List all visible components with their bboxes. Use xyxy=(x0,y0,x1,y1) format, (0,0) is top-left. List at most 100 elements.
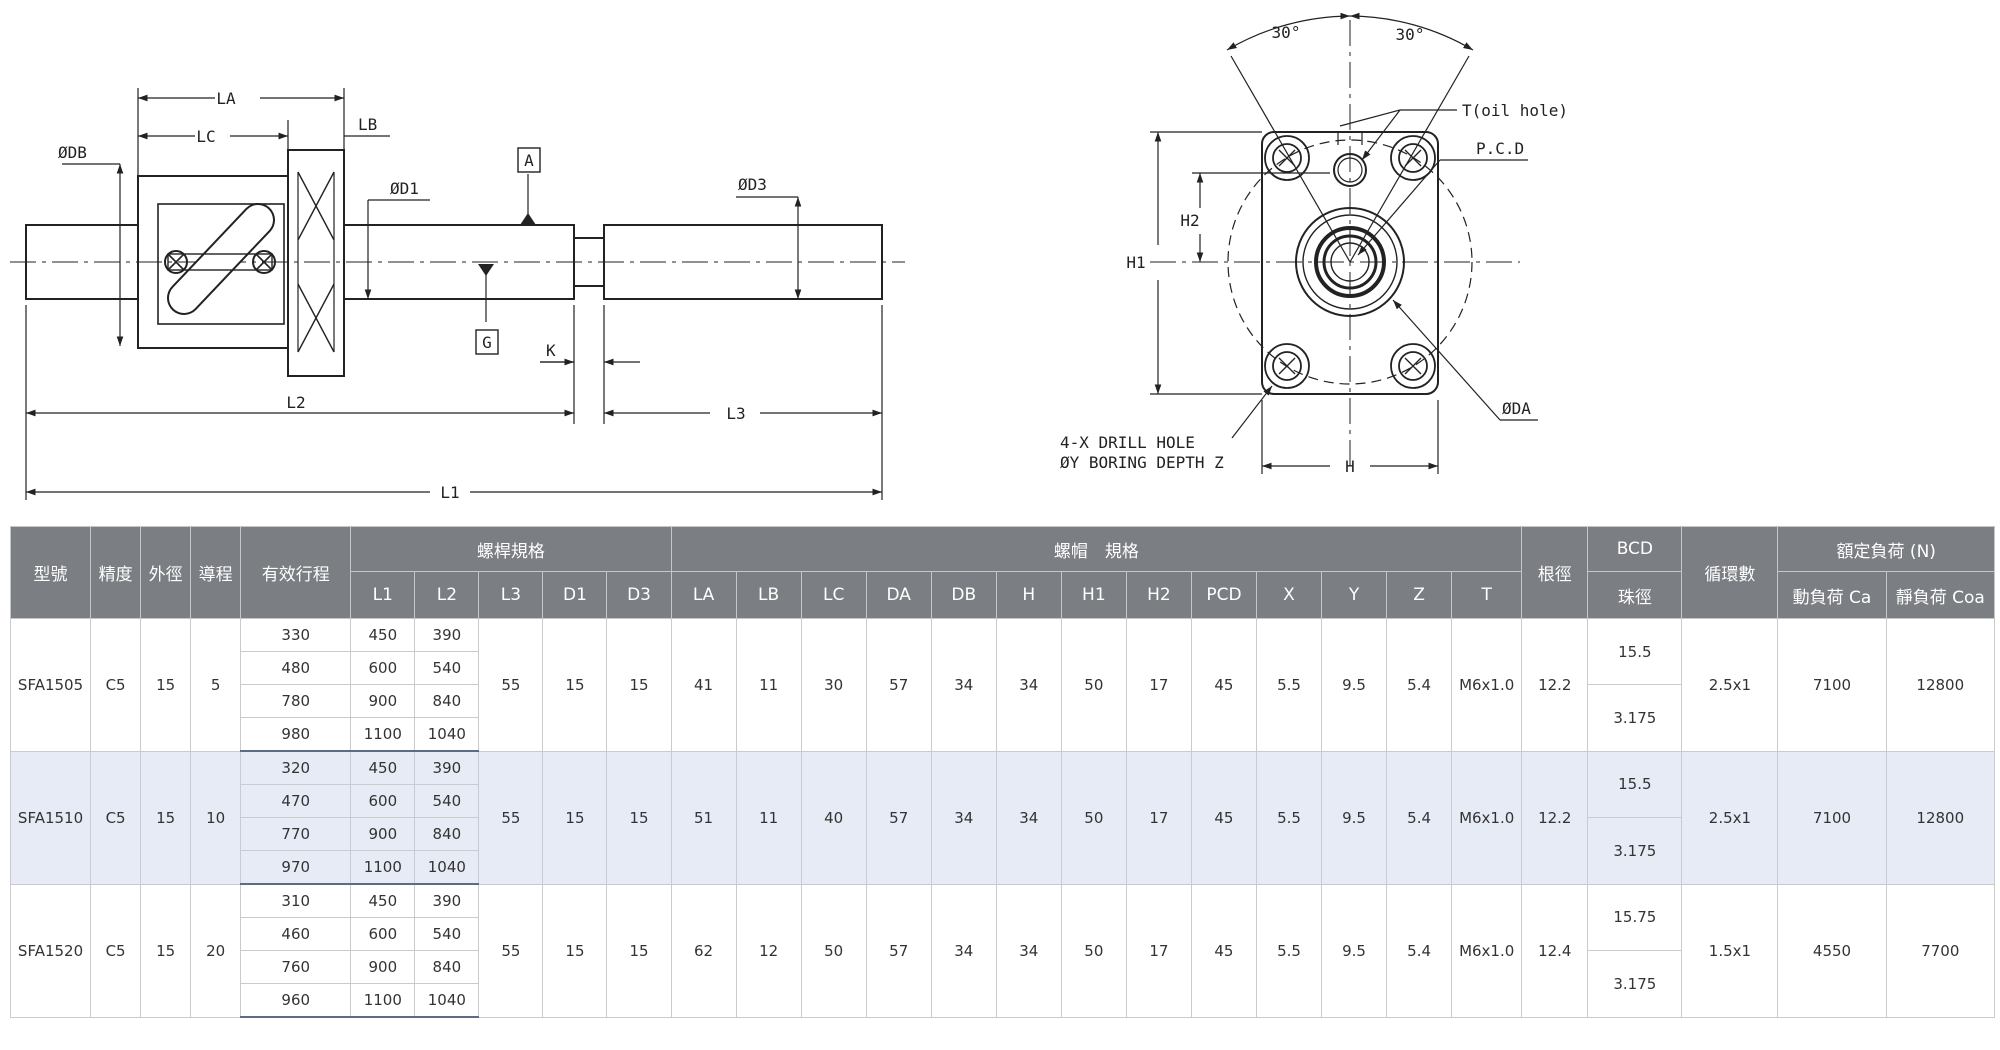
cell-L1: 1100 xyxy=(350,850,416,885)
datum-A: A xyxy=(524,151,534,170)
cell-DA: 57 xyxy=(865,883,932,1018)
cell-L2: 1040 xyxy=(414,717,480,752)
cell-X: 5.5 xyxy=(1255,883,1323,1018)
cell-D1: 15 xyxy=(542,618,608,752)
cell-H2: 17 xyxy=(1125,883,1192,1018)
cell-L3: 55 xyxy=(478,883,544,1018)
side-view xyxy=(1150,12,1538,474)
cell-accuracy: C5 xyxy=(90,883,142,1018)
cell-DB: 34 xyxy=(930,883,997,1018)
cell-LB: 11 xyxy=(735,750,802,885)
spec-table-header: 型號 精度 外徑 導程 有效行程 螺桿規格 螺帽 規格 根徑 BCD 循環數 額… xyxy=(9,526,1996,619)
cell-outer-dia: 15 xyxy=(140,750,192,885)
cell-H: 34 xyxy=(995,618,1062,752)
header-ball-dia: 珠徑 xyxy=(1587,571,1683,619)
header-D3: D3 xyxy=(606,571,672,619)
cell-DB: 34 xyxy=(930,618,997,752)
label-boring-depth: ØY BORING DEPTH Z xyxy=(1060,453,1224,472)
header-H: H xyxy=(995,571,1062,619)
cell-circuits: 2.5x1 xyxy=(1681,750,1779,885)
header-bcd: BCD xyxy=(1587,526,1683,572)
cell-H2: 17 xyxy=(1125,750,1192,885)
cell-LC: 50 xyxy=(800,883,867,1018)
label-DA: ØDA xyxy=(1502,399,1531,418)
header-circuits: 循環數 xyxy=(1681,526,1779,619)
cell-L2: 540 xyxy=(414,917,480,951)
cell-stroke: 320 xyxy=(240,750,352,785)
cell-L2: 1040 xyxy=(414,850,480,885)
cell-L1: 600 xyxy=(350,784,416,818)
cell-ball-dia: 3.175 xyxy=(1587,817,1683,885)
label-drill-hole: 4-X DRILL HOLE xyxy=(1060,433,1195,452)
cell-LB: 12 xyxy=(735,883,802,1018)
header-dynamic-load: 動負荷 Ca xyxy=(1777,571,1887,619)
cell-static-load: 7700 xyxy=(1885,883,1996,1018)
label-D3: ØD3 xyxy=(738,175,767,194)
cell-root-dia: 12.2 xyxy=(1521,618,1589,752)
technical-drawing: LA LC LB ØDB ØD1 ØD3 A G K L2 L3 L1 xyxy=(10,12,1568,502)
label-LB: LB xyxy=(358,115,377,134)
label-L2: L2 xyxy=(286,393,305,412)
label-angle-left: 30° xyxy=(1272,23,1301,42)
cell-L1: 1100 xyxy=(350,983,416,1018)
cell-PCD: 45 xyxy=(1190,883,1257,1018)
label-K: K xyxy=(546,341,556,360)
cell-LC: 40 xyxy=(800,750,867,885)
cell-LC: 30 xyxy=(800,618,867,752)
header-H2: H2 xyxy=(1125,571,1192,619)
header-accuracy: 精度 xyxy=(90,526,142,619)
header-nut-group: 螺帽 規格 xyxy=(670,526,1523,572)
cell-circuits: 1.5x1 xyxy=(1681,883,1779,1018)
label-H: H xyxy=(1345,457,1355,476)
cell-DA: 57 xyxy=(865,750,932,885)
cell-DA: 57 xyxy=(865,618,932,752)
header-stroke: 有效行程 xyxy=(240,526,352,619)
cell-LA: 51 xyxy=(670,750,737,885)
label-L1: L1 xyxy=(440,483,459,502)
cell-model: SFA1505 xyxy=(9,618,92,752)
header-lead: 導程 xyxy=(190,526,242,619)
cell-L2: 540 xyxy=(414,651,480,685)
cell-X: 5.5 xyxy=(1255,618,1323,752)
label-DB: ØDB xyxy=(58,143,87,162)
label-pcd: P.C.D xyxy=(1476,139,1524,158)
header-LB: LB xyxy=(735,571,802,619)
header-T: T xyxy=(1451,571,1523,619)
cell-L1: 1100 xyxy=(350,717,416,752)
cell-stroke: 310 xyxy=(240,883,352,918)
cell-D1: 15 xyxy=(542,750,608,885)
cell-L1: 900 xyxy=(350,684,416,718)
header-L1: L1 xyxy=(350,571,416,619)
cell-stroke: 770 xyxy=(240,817,352,851)
cell-L2: 390 xyxy=(414,618,480,652)
cell-outer-dia: 15 xyxy=(140,618,192,752)
cell-lead: 20 xyxy=(190,883,242,1018)
cell-static-load: 12800 xyxy=(1885,618,1996,752)
header-X: X xyxy=(1255,571,1323,619)
header-screw-group: 螺桿規格 xyxy=(350,526,672,572)
datum-G: G xyxy=(482,333,492,352)
cell-L1: 900 xyxy=(350,817,416,851)
cell-L2: 540 xyxy=(414,784,480,818)
spec-table: 型號 精度 外徑 導程 有效行程 螺桿規格 螺帽 規格 根徑 BCD 循環數 額… xyxy=(9,526,1996,1018)
cell-accuracy: C5 xyxy=(90,618,142,752)
cell-stroke: 470 xyxy=(240,784,352,818)
header-H1: H1 xyxy=(1060,571,1127,619)
header-DA: DA xyxy=(865,571,932,619)
cell-H1: 50 xyxy=(1060,883,1127,1018)
cell-Y: 9.5 xyxy=(1321,883,1388,1018)
header-L2: L2 xyxy=(414,571,480,619)
cell-stroke: 330 xyxy=(240,618,352,652)
cell-static-load: 12800 xyxy=(1885,750,1996,885)
cell-T: M6x1.0 xyxy=(1451,883,1523,1018)
label-oil-hole: T(oil hole) xyxy=(1462,101,1568,120)
header-D1: D1 xyxy=(542,571,608,619)
cell-circuits: 2.5x1 xyxy=(1681,618,1779,752)
cell-Z: 5.4 xyxy=(1386,883,1453,1018)
